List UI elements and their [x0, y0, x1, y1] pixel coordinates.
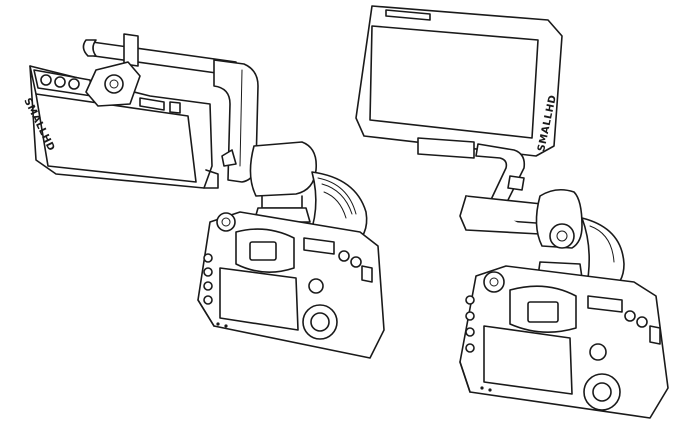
left-camera	[197, 141, 385, 359]
left-monitor: SMALLHD	[21, 61, 219, 189]
left-assembly: SMALLHD	[21, 33, 385, 359]
right-monitor: SMALLHD	[355, 5, 563, 157]
right-assembly: SMALLHD	[355, 5, 669, 419]
right-mount-arm	[417, 137, 551, 235]
left-mount-arm	[82, 33, 259, 183]
right-camera	[459, 188, 669, 419]
